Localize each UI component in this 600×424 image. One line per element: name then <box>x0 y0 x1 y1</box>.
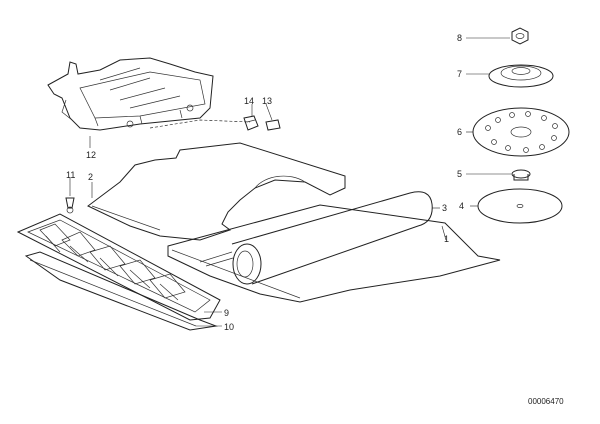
drawing-number: 00006470 <box>528 397 564 406</box>
callout-11: 11 <box>66 170 75 180</box>
nut-fastener <box>265 103 281 131</box>
callout-9: 9 <box>224 308 229 318</box>
mounting-bracket <box>243 104 259 131</box>
callout-10: 10 <box>224 322 234 332</box>
cover-cap <box>466 64 554 88</box>
callout-2: 2 <box>88 172 93 182</box>
clip-fastener <box>65 178 75 214</box>
callout-8: 8 <box>457 33 462 43</box>
wheel-plate <box>470 188 563 224</box>
callout-6: 6 <box>457 127 462 137</box>
screw-bolt <box>466 169 531 181</box>
callout-12: 12 <box>86 150 96 160</box>
hex-nut <box>466 27 529 45</box>
callout-3: 3 <box>442 203 447 213</box>
callout-13: 13 <box>262 96 272 106</box>
callout-7: 7 <box>457 69 462 79</box>
perforated-disc <box>466 107 570 157</box>
callout-4: 4 <box>459 201 464 211</box>
callout-1: 1 <box>444 234 449 244</box>
rolled-mat <box>199 191 433 285</box>
callout-14: 14 <box>244 96 254 106</box>
tool-tray <box>16 213 221 331</box>
callout-5: 5 <box>457 169 462 179</box>
leader-lines <box>89 136 447 327</box>
spare-wheel-tray <box>47 57 251 131</box>
floor-carpet <box>87 142 346 241</box>
callout-labels: 12 11 2 14 13 3 1 9 10 8 7 6 5 4 <box>66 33 464 332</box>
flat-mat <box>167 204 501 303</box>
